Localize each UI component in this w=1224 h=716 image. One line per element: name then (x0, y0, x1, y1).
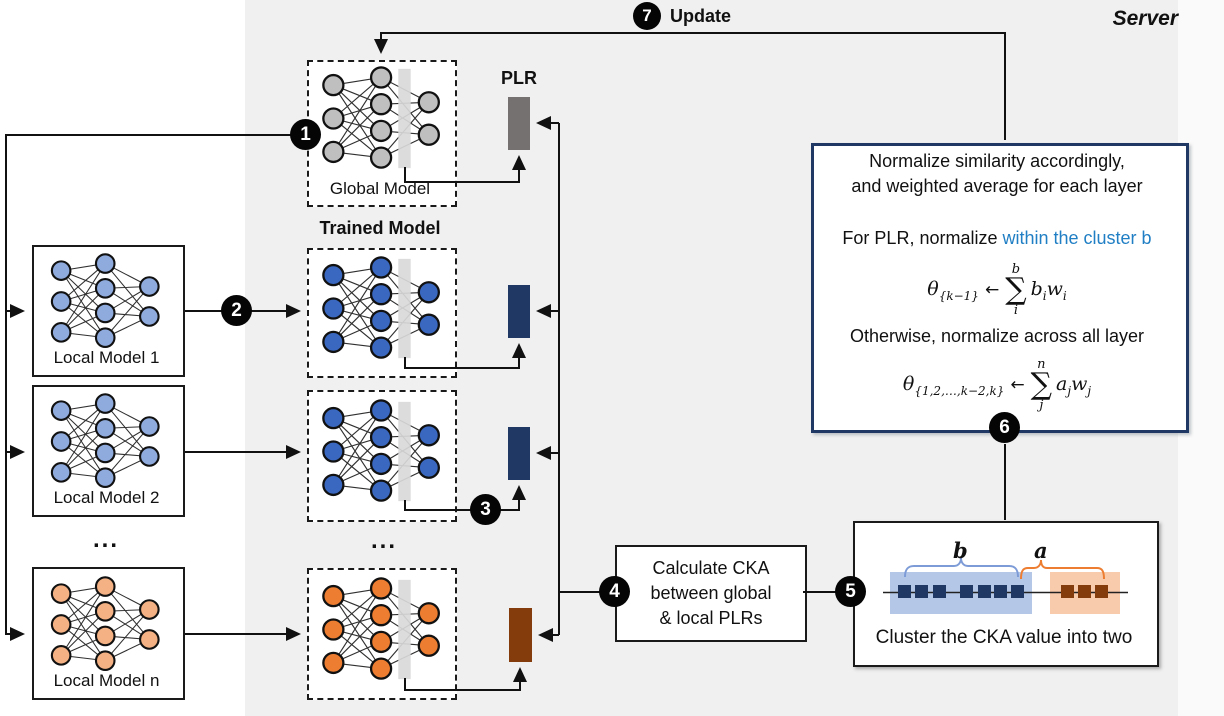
server-line-3-black: For PLR, normalize (842, 228, 1003, 248)
a-brace (1020, 559, 1105, 580)
trained-model-title: Trained Model (319, 218, 441, 238)
cka-point-b5 (978, 585, 991, 598)
cka-point-b1 (898, 585, 911, 598)
f2-lhs: θ{1,2,…,k−2,k} (902, 372, 1005, 398)
f1-sum: b ∑ i (1005, 261, 1027, 319)
cka-point-a1 (1061, 585, 1074, 598)
local-plr-bar-1 (508, 285, 530, 338)
step-4-badge: 4 (599, 576, 630, 607)
local-model-1-label: Local Model 1 (53, 348, 160, 367)
cluster-caption: Cluster the CKA value into two (875, 627, 1133, 648)
plr-aggregation-formula: θ{k−1} ← b ∑ i biwi (811, 262, 1183, 318)
local-plr-bar-2 (508, 427, 530, 480)
f2-sum: n ∑ j (1030, 356, 1053, 414)
step-1-badge: 1 (290, 119, 321, 150)
f1-arrow: ← (984, 280, 1000, 300)
server-line-3: For PLR, normalize within the cluster b (811, 228, 1183, 249)
local-model-2-network (42, 393, 172, 490)
trained-model-n-network (316, 577, 450, 682)
cluster-a-label: a (1034, 538, 1048, 563)
step-5-badge: 5 (835, 576, 866, 607)
cka-line-3: & local PLRs (659, 608, 763, 628)
server-line-2: and weighted average for each layer (851, 176, 1143, 196)
f2-terms: ajwj (1056, 372, 1092, 398)
b-brace (904, 557, 1019, 578)
cka-line-1: Calculate CKA (652, 558, 770, 578)
update-label: Update (670, 6, 732, 26)
cka-point-b3 (933, 585, 946, 598)
cka-point-b7 (1011, 585, 1024, 598)
local-model-n-network (42, 576, 172, 673)
f1-terms: biwi (1030, 277, 1067, 303)
server-otherwise-line: Otherwise, normalize across all layer (849, 326, 1145, 346)
local-model-2-label: Local Model 2 (53, 488, 160, 507)
plr-label: PLR (501, 68, 537, 88)
step-3-badge: 3 (470, 494, 501, 525)
global-plr-bar (508, 97, 530, 150)
server-line-3-blue: within the cluster b (1002, 228, 1152, 248)
global-model-label: Global Model (329, 179, 431, 198)
f1-lhs: θ{k−1} (927, 277, 979, 303)
calculate-cka-box: Calculate CKA between global & local PLR… (615, 545, 807, 642)
global-model-network (316, 66, 450, 171)
step-2-badge: 2 (221, 295, 252, 326)
other-layers-formula: θ{1,2,…,k−2,k} ← n ∑ j ajwj (811, 357, 1183, 413)
server-label: Server (1112, 7, 1178, 30)
cka-point-a3 (1095, 585, 1108, 598)
cka-point-b6 (994, 585, 1007, 598)
local-plr-bar-n (509, 608, 532, 662)
f2-arrow: ← (1010, 375, 1025, 395)
step-6-badge: 6 (989, 412, 1020, 443)
trained-model-1-network (316, 256, 450, 361)
trained-model-2-network (316, 399, 450, 504)
cka-line-2: between global (650, 583, 772, 603)
local-model-1-network (42, 253, 172, 350)
cka-point-a2 (1078, 585, 1091, 598)
step-7-badge: 7 (633, 2, 661, 30)
server-line-1: Normalize similarity accordingly, (869, 151, 1125, 171)
cka-point-b2 (915, 585, 928, 598)
cluster-b-label: b (953, 538, 968, 563)
cka-point-b4 (960, 585, 973, 598)
trained-models-ellipsis: ... (370, 527, 397, 554)
local-model-n-label: Local Model n (53, 671, 160, 690)
local-models-ellipsis: ... (92, 526, 119, 553)
